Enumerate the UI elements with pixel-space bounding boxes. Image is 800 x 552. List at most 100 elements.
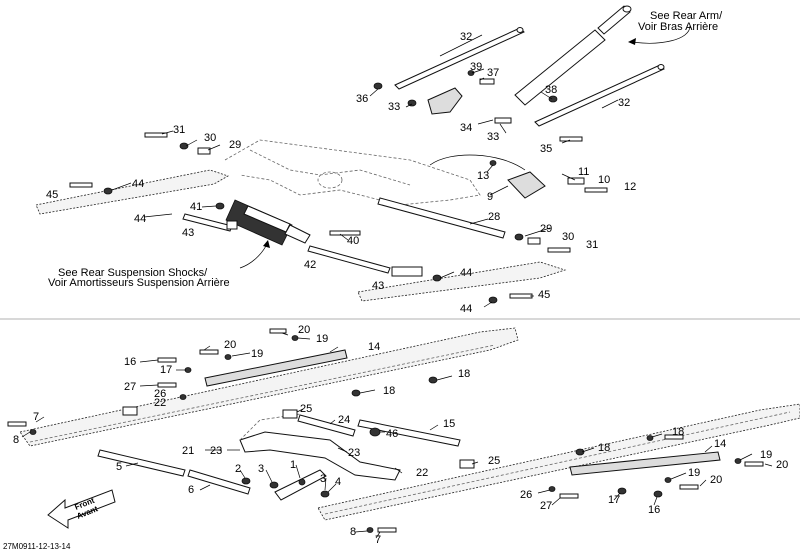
rod-32-left	[394, 27, 525, 90]
callout: 45	[46, 189, 58, 201]
shaft-5	[97, 449, 186, 477]
shaft-24	[297, 414, 356, 437]
callout: 39	[470, 61, 482, 73]
callout: 12	[624, 181, 636, 193]
callout: 32	[460, 31, 472, 43]
callout: 44	[460, 303, 472, 315]
callout: 19	[251, 348, 263, 360]
callout: 3	[258, 463, 264, 475]
callout: 33	[388, 101, 400, 113]
callout: 18	[672, 426, 684, 438]
callout: 22	[416, 467, 428, 479]
callout: 43	[182, 227, 194, 239]
callout: 17	[608, 494, 620, 506]
callout: 9	[487, 191, 493, 203]
shaft-6	[187, 469, 251, 495]
callout: 44	[134, 213, 146, 225]
callout: 31	[586, 239, 598, 251]
callout: 46	[386, 428, 398, 440]
upper-assembly: See Rear Arm/ Voir Bras Arrière See Rear…	[35, 5, 723, 308]
slide-strip-14-right	[569, 451, 721, 476]
callout: 40	[347, 235, 359, 247]
shaft-42	[307, 245, 391, 274]
callout: 30	[204, 132, 216, 144]
front-shock-assembly	[225, 199, 311, 246]
rod-32-right	[534, 64, 665, 127]
callout: 8	[350, 526, 356, 538]
callout: 41	[190, 201, 202, 213]
callout: 45	[538, 289, 550, 301]
callout: 31	[173, 124, 185, 136]
callout: 25	[488, 455, 500, 467]
callout: 25	[300, 403, 312, 415]
callout: 19	[688, 467, 700, 479]
callout: 5	[116, 461, 122, 473]
callout: 2	[235, 463, 241, 475]
callout: 27	[540, 500, 552, 512]
bumper-46	[369, 427, 381, 437]
callout: 35	[540, 143, 552, 155]
rear-arm-outline	[224, 139, 481, 206]
callout: 32	[618, 97, 630, 109]
right-rail-lower	[317, 403, 800, 521]
callout: 20	[710, 474, 722, 486]
callout: 23	[348, 447, 360, 459]
callout: 27	[124, 381, 136, 393]
callout: 10	[598, 174, 610, 186]
callout: 3	[320, 473, 326, 485]
callout: 16	[648, 504, 660, 516]
shocks-note-fr: Voir Amortisseurs Suspension Arrière	[48, 277, 230, 289]
callout: 34	[460, 122, 472, 134]
callout: 16	[124, 356, 136, 368]
lower-assembly: Front Avant	[7, 327, 800, 539]
callout: 4	[335, 476, 341, 488]
front-arm-21	[239, 431, 401, 481]
callout: 1	[290, 459, 296, 471]
callout: 8	[13, 434, 19, 446]
callout: 24	[338, 414, 350, 426]
callout: 26	[520, 489, 532, 501]
lower-leaders	[21, 332, 773, 539]
callout: 18	[383, 385, 395, 397]
callout: 14	[714, 438, 726, 450]
callout: 18	[458, 368, 470, 380]
shaft-43	[182, 213, 233, 232]
callout: 44	[132, 178, 144, 190]
callout: 33	[487, 131, 499, 143]
callout: 18	[598, 442, 610, 454]
callout: 28	[488, 211, 500, 223]
callout: 22	[154, 397, 166, 409]
callout: 15	[443, 418, 455, 430]
shocks-note-en: See Rear Suspension Shocks/	[58, 267, 208, 279]
callout: 20	[776, 459, 788, 471]
right-slide-rail-upper	[357, 261, 567, 302]
callout: 29	[540, 223, 552, 235]
rear-shock-long	[514, 5, 632, 106]
left-slide-rail-upper	[35, 169, 229, 215]
callout: 7	[33, 411, 39, 423]
upper-leaders	[111, 25, 691, 308]
callout: 13	[477, 170, 489, 182]
rear-arm-note-fr: Voir Bras Arrière	[638, 21, 718, 33]
rear-arm-note-en: See Rear Arm/	[650, 10, 723, 22]
shaft-28	[377, 197, 506, 239]
callout: 19	[760, 449, 772, 461]
callout: 29	[229, 139, 241, 151]
callout: 44	[460, 267, 472, 279]
callout: 42	[304, 259, 316, 271]
lower-callouts: 20 19 20 19 14 16 17 18 18 27 26 22 7 8 …	[13, 324, 788, 546]
callout: 23	[210, 445, 222, 457]
callout: 11	[578, 166, 589, 178]
callout: 21	[182, 445, 194, 457]
callout: 26	[154, 388, 166, 400]
callout: 43	[372, 280, 384, 292]
bracket-34	[427, 87, 463, 115]
callout: 38	[545, 84, 557, 96]
upper-callouts: 32 32 36 33 39 37 38 34 33 35 31 30 29 1…	[46, 31, 636, 315]
drawing-code: 27M0911-12-13-14	[3, 542, 71, 551]
front-arrow: Front Avant	[47, 489, 116, 529]
callout: 19	[316, 333, 328, 345]
callout: 7	[375, 534, 381, 546]
callout: 14	[368, 341, 380, 353]
